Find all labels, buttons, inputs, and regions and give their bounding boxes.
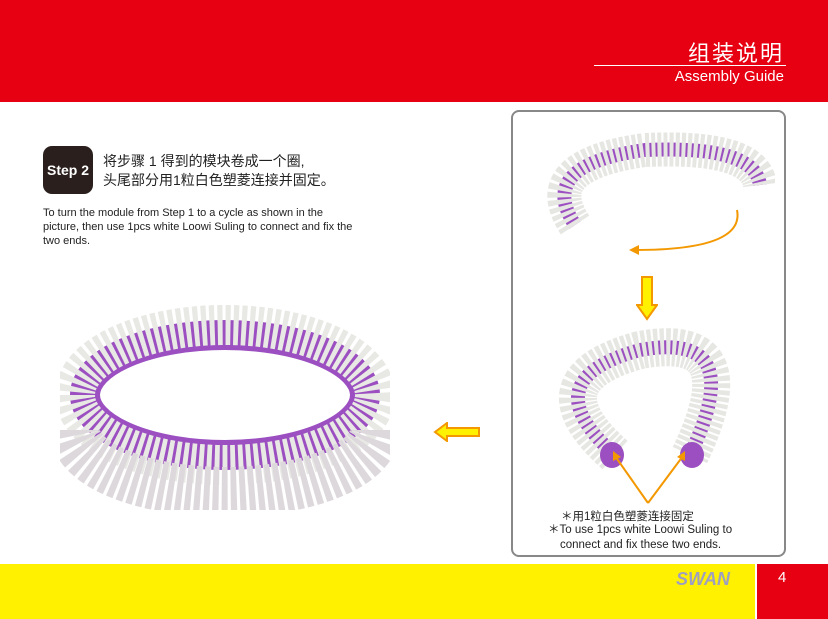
open-ring-image [547, 132, 775, 235]
title-divider [594, 65, 786, 66]
step-instructions-cn: 将步骤 1 得到的模块卷成一个圈, 头尾部分用1粒白色塑菱连接并固定。 [103, 152, 335, 190]
step-instructions-en: To turn the module from Step 1 to a cycl… [43, 207, 353, 247]
steps-panel [511, 110, 786, 557]
note-cn: ＊用1粒白色塑菱连接固定 [561, 511, 694, 523]
note-en-line-1: ＊To use 1pcs white Loowi Suling to [548, 524, 733, 536]
cn-line-2: 头尾部分用1粒白色塑菱连接并固定。 [103, 172, 335, 188]
step-badge: Step 2 [43, 146, 93, 194]
left-arrow-icon [433, 422, 480, 442]
page-number: 4 [778, 569, 787, 586]
note-en: ＊To use 1pcs white Loowi Suling to conne… [548, 523, 732, 553]
header-bar [0, 0, 828, 102]
title-en: Assembly Guide [674, 68, 784, 85]
rotate-arrow-icon [629, 209, 739, 255]
cn-line-1: 将步骤 1 得到的模块卷成一个圈, [103, 153, 305, 169]
down-arrow-icon [636, 276, 658, 321]
brand-logo: SWAN [676, 569, 730, 589]
footer-bar [0, 564, 828, 619]
note-en-line-2: connect and fix these two ends. [560, 539, 722, 551]
page-number-box [755, 564, 828, 619]
pointer-arrows-icon [613, 451, 685, 504]
completed-ring-image [60, 305, 390, 510]
title-cn: 组装说明 [687, 41, 784, 66]
